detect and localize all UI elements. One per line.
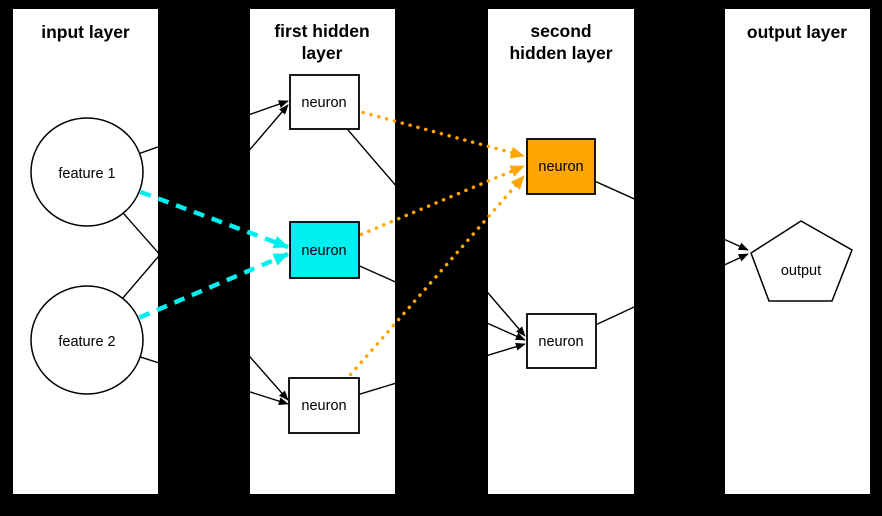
node-out <box>750 220 853 302</box>
node-label-f1: feature 1 <box>58 166 115 182</box>
edge-n1-m1-dotted <box>322 100 526 159</box>
node-label-n1: neuron <box>301 95 346 111</box>
panel-title-hidden1: layer <box>302 43 343 63</box>
node-n2 <box>289 221 360 279</box>
node-label-n3: neuron <box>301 398 346 414</box>
edge-n1-m2-solid <box>323 101 526 337</box>
node-label-m2: neuron <box>538 334 583 350</box>
nodes: feature 1 feature 2 neuron neuron neuron neur… <box>30 74 853 434</box>
panel-title-hidden2: hidden layer <box>509 43 612 63</box>
node-m2 <box>526 313 597 369</box>
node-f1 <box>30 117 144 227</box>
panel-title-input: input layer <box>41 22 130 42</box>
node-f2 <box>30 285 144 395</box>
node-m1 <box>526 138 596 195</box>
edge-f1-n2-dashed <box>86 169 289 250</box>
panel-title-hidden2: second <box>530 21 591 41</box>
panel-hidden2-layer <box>488 9 634 494</box>
panel-title-output: output layer <box>747 22 847 42</box>
panel-input-layer <box>13 9 158 494</box>
panel-title-hidden1: first hidden <box>274 21 369 41</box>
node-label-f2: feature 2 <box>58 334 115 350</box>
node-label-m1: neuron <box>538 159 583 175</box>
node-label-out: output <box>781 263 821 279</box>
node-label-n2: neuron <box>301 243 346 259</box>
node-n1 <box>289 74 360 130</box>
node-n3 <box>288 377 360 434</box>
